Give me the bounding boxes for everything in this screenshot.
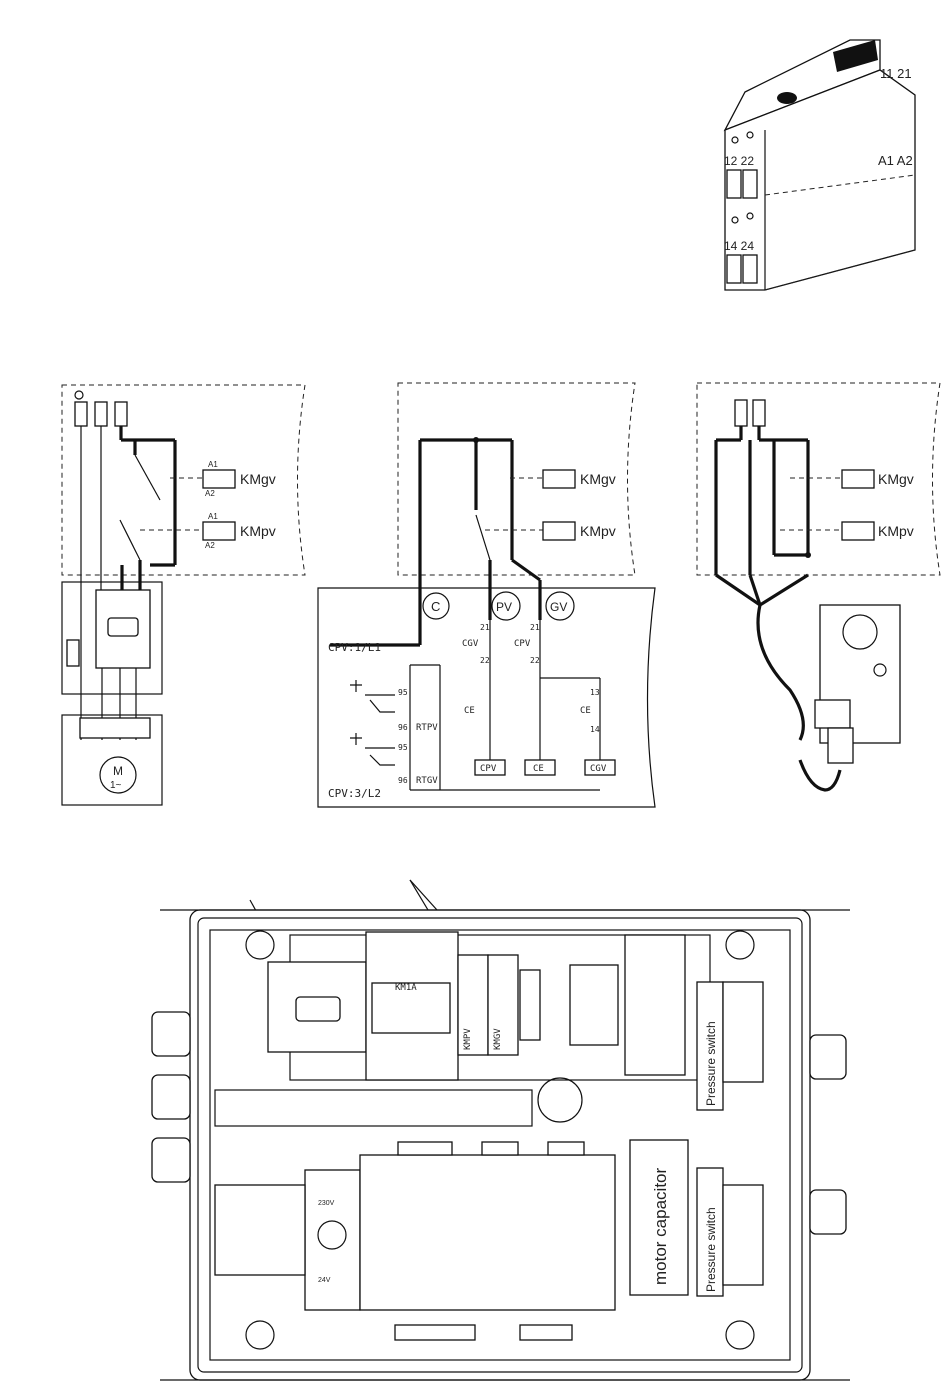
svg-text:CE: CE <box>464 706 475 716</box>
pressure-switch-bottom: Pressure switch <box>704 1207 718 1292</box>
line-l1: CPV:1/L1 <box>328 641 381 654</box>
transformer-230v: 230V <box>318 1200 335 1207</box>
circle-c: C <box>431 599 440 614</box>
circle-pv: PV <box>496 600 512 614</box>
svg-text:A1: A1 <box>208 512 218 521</box>
contactor-km1a: KM1A <box>395 983 417 993</box>
motor-label: M <box>113 764 123 778</box>
svg-text:CPV: CPV <box>480 764 497 774</box>
relay-terminals-bottom: 14 24 <box>724 239 754 253</box>
svg-text:21: 21 <box>530 623 540 632</box>
circle-gv: GV <box>550 600 567 614</box>
svg-text:21: 21 <box>480 623 490 632</box>
right-schematic: KMgv KMpv <box>697 383 940 790</box>
svg-text:CE: CE <box>533 764 544 774</box>
line-l2: CPV:3/L2 <box>328 787 381 800</box>
svg-text:96: 96 <box>398 776 408 785</box>
svg-text:RTPV: RTPV <box>416 723 438 733</box>
svg-text:95: 95 <box>398 688 408 697</box>
right-coil-kmpv: KMpv <box>878 523 914 539</box>
right-coil-kmgv: KMgv <box>878 471 914 487</box>
svg-text:CE: CE <box>580 706 591 716</box>
svg-text:22: 22 <box>530 656 540 665</box>
transformer-24v: 24V <box>318 1277 331 1284</box>
contactor-kmpv: KMPV <box>463 1028 473 1050</box>
svg-text:96: 96 <box>398 723 408 732</box>
middle-coil-kmgv: KMgv <box>580 471 616 487</box>
svg-text:CPV: CPV <box>514 639 531 649</box>
middle-schematic: KMgv KMpv C PV GV CPV:1/L1 CPV:3/L2 CGV … <box>318 383 655 807</box>
svg-text:1~: 1~ <box>110 780 122 791</box>
svg-text:RTGV: RTGV <box>416 776 438 786</box>
svg-text:CGV: CGV <box>590 764 607 774</box>
relay-block-drawing: 11 21 A1 A2 12 22 14 24 <box>724 40 915 290</box>
svg-text:A2: A2 <box>205 489 215 498</box>
relay-terminals-side: A1 A2 <box>878 153 913 168</box>
svg-text:A2: A2 <box>205 541 215 550</box>
svg-text:13: 13 <box>590 688 600 697</box>
left-schematic: A1 A2 KMgv A1 A2 KMpv M 1~ <box>62 385 305 805</box>
control-panel-layout: KM1A KMPV KMGV Pressure switch Pressure … <box>152 880 850 1380</box>
contactor-kmgv: KMGV <box>493 1028 503 1050</box>
motor-capacitor-label: motor capacitor <box>651 1168 670 1285</box>
pressure-switch-top: Pressure switch <box>704 1021 718 1106</box>
svg-text:A1: A1 <box>208 460 218 469</box>
svg-text:95: 95 <box>398 743 408 752</box>
left-coil-kmpv: KMpv <box>240 523 276 539</box>
svg-text:CGV: CGV <box>462 639 479 649</box>
svg-text:22: 22 <box>480 656 490 665</box>
left-coil-kmgv: KMgv <box>240 471 276 487</box>
middle-coil-kmpv: KMpv <box>580 523 616 539</box>
relay-terminals-top: 11 21 <box>880 66 912 81</box>
relay-terminals-mid: 12 22 <box>724 154 754 168</box>
svg-text:14: 14 <box>590 725 600 734</box>
